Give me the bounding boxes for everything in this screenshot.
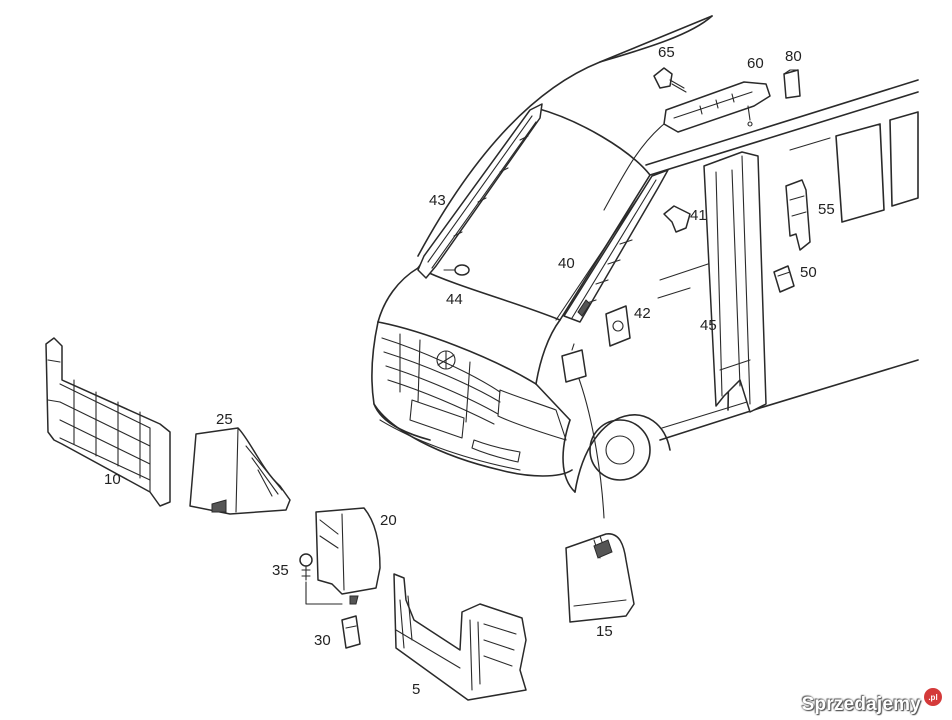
label-44: 44	[446, 291, 463, 308]
label-20: 20	[380, 512, 397, 529]
label-25: 25	[216, 411, 233, 428]
label-55: 55	[818, 201, 835, 218]
part-30-clip	[341, 615, 361, 649]
label-41: 41	[690, 207, 707, 224]
label-35: 35	[272, 562, 289, 579]
van-body	[371, 15, 919, 493]
part-80-cap	[783, 69, 801, 99]
label-43: 43	[429, 192, 446, 209]
watermark-text: Sprzedajemy	[801, 694, 921, 715]
watermark: Sprzedajemy .pl	[801, 688, 942, 716]
part-15-lower-panel	[565, 375, 635, 623]
part-42-panel	[605, 305, 631, 347]
label-80: 80	[785, 48, 802, 65]
label-40: 40	[558, 255, 575, 272]
label-30: 30	[314, 632, 331, 649]
part-44-clip	[443, 264, 470, 276]
part-45-b-pillar-trim	[703, 151, 767, 413]
part-65-bolt	[653, 67, 687, 93]
part-25-side-trim	[189, 427, 291, 515]
part-40-a-pillar-trim	[563, 169, 669, 323]
part-50-clip	[773, 265, 795, 293]
label-65: 65	[658, 44, 675, 61]
cable-line	[603, 123, 665, 211]
watermark-badge: .pl	[924, 688, 942, 706]
label-45: 45	[700, 317, 717, 334]
part-15-mounting-plate	[561, 343, 587, 383]
part-20-lower-trim	[315, 507, 381, 605]
part-labels: 65 60 80 43 41 55 40 50 44 42 45 25 10 2…	[104, 44, 835, 698]
part-41-bracket	[663, 205, 691, 233]
label-50: 50	[800, 264, 817, 281]
part-10-grille-insert	[45, 337, 171, 507]
label-5: 5	[412, 681, 420, 698]
part-55-bracket	[785, 179, 811, 251]
part-43-windshield-trim	[417, 103, 543, 279]
part-5-step-trim	[393, 573, 527, 701]
label-15: 15	[596, 623, 613, 640]
label-60: 60	[747, 55, 764, 72]
label-10: 10	[104, 471, 121, 488]
label-42: 42	[634, 305, 651, 322]
part-60-grab-handle	[663, 81, 771, 133]
part-35-screw	[299, 553, 343, 605]
